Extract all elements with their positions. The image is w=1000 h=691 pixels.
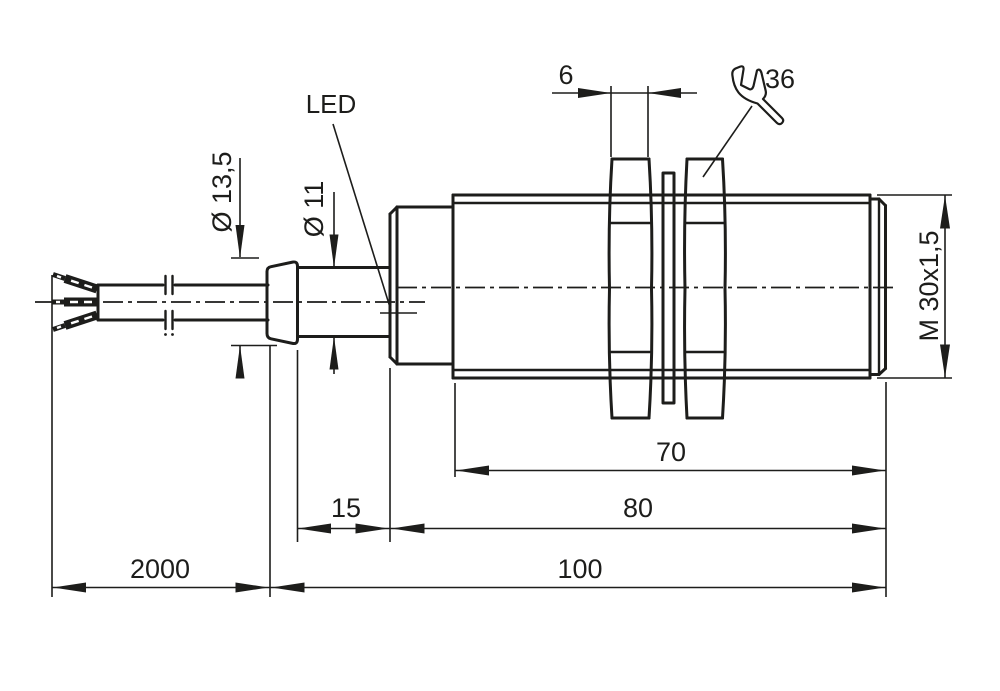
led-label: LED xyxy=(306,89,357,119)
cable-break-mark xyxy=(164,274,174,336)
cable-jacket xyxy=(96,283,270,322)
hex-nut-2 xyxy=(683,157,727,420)
dim-label-sleeve-diameter: Ø 11 xyxy=(299,181,329,238)
cable-sleeve xyxy=(296,266,392,338)
wire-bottom xyxy=(52,310,99,332)
centerlines xyxy=(35,286,897,303)
dim-nut-thickness: 6 xyxy=(552,60,697,157)
cable-assembly xyxy=(52,272,270,336)
dim-label-overall-length: 100 xyxy=(557,554,602,584)
dim-label-thread-length: 70 xyxy=(656,437,686,467)
wrench-size-label: 36 xyxy=(765,64,795,94)
dim-sleeve-diameter: Ø 11 xyxy=(299,181,339,374)
wrench-leader-line xyxy=(702,105,753,178)
rear-cap xyxy=(388,205,455,366)
front-cap xyxy=(868,197,887,376)
wrench-annotation: 36 xyxy=(702,64,795,178)
led-leader-line xyxy=(332,123,392,311)
dim-label-gland-diameter: Ø 13,5 xyxy=(207,151,237,232)
wrench-icon xyxy=(731,65,785,126)
dim-label-nut-thickness: 6 xyxy=(558,60,573,90)
dim-cable-and-overall-length: 2000 100 xyxy=(51,275,887,597)
led-annotation: LED xyxy=(306,89,417,314)
dim-label-sleeve-length: 15 xyxy=(331,493,361,523)
hex-nut-1 xyxy=(607,157,654,420)
dim-gland-diameter: Ø 13,5 xyxy=(207,151,277,379)
dim-label-thread-spec: M 30x1,5 xyxy=(914,230,944,341)
washer xyxy=(661,171,676,405)
dim-thread-length: 70 xyxy=(454,383,886,477)
dim-label-cable-length: 2000 xyxy=(130,554,190,584)
sensor-housing xyxy=(388,157,887,420)
wire-top xyxy=(52,272,99,294)
dim-sleeve-and-housing-length: 15 80 xyxy=(296,350,886,542)
dim-thread-spec: M 30x1,5 xyxy=(877,194,952,379)
dim-label-housing-length: 80 xyxy=(623,493,653,523)
